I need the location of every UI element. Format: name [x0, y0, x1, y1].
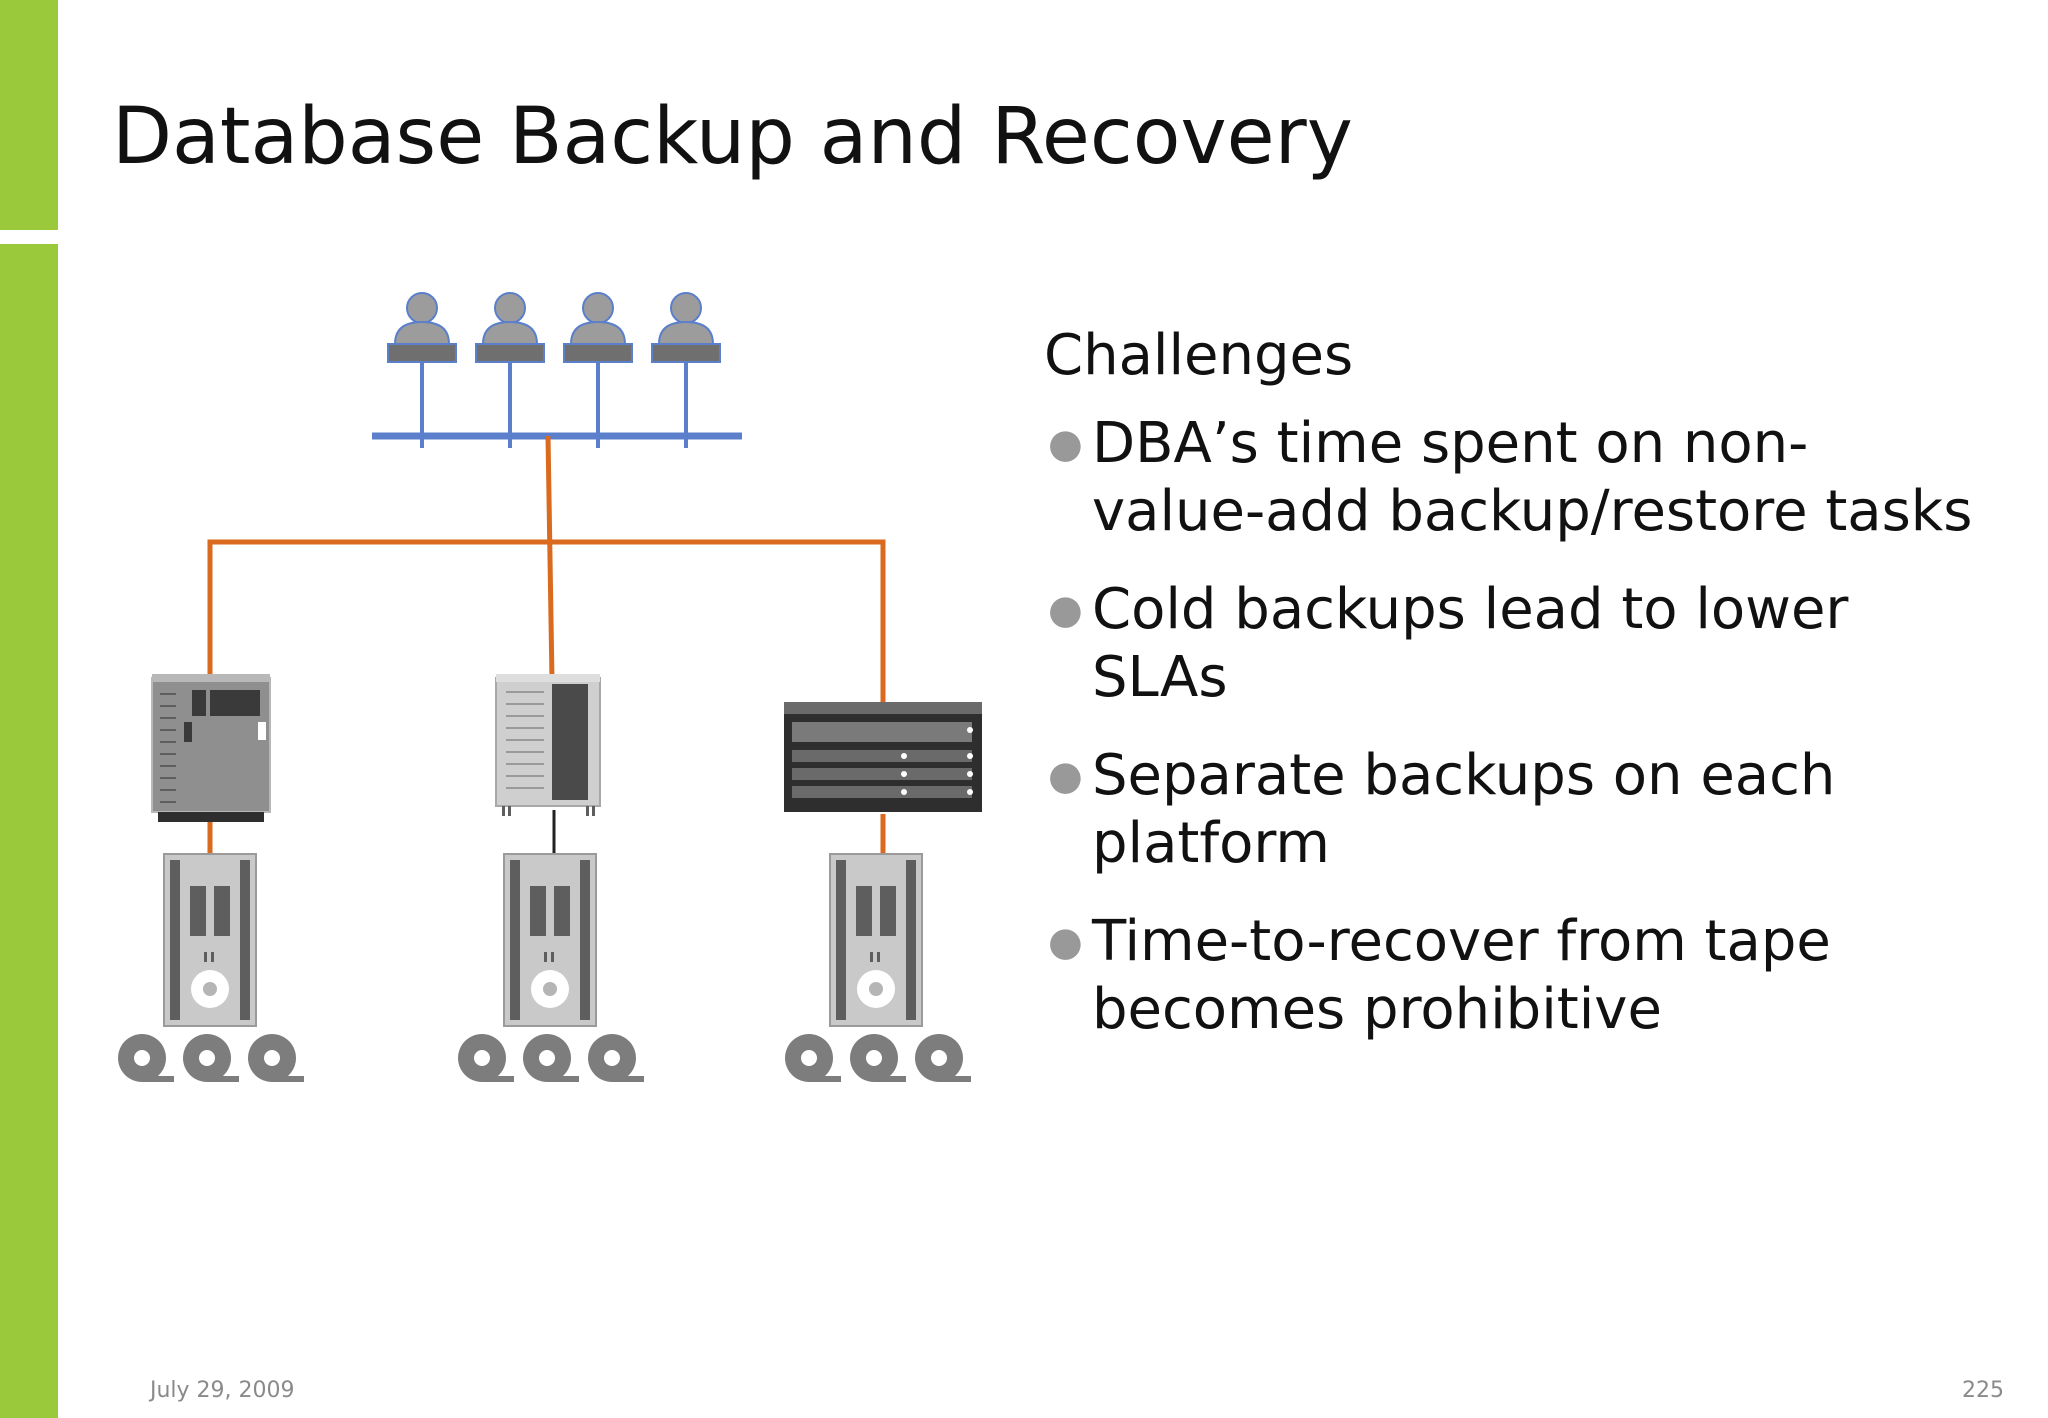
tape-reel-icon: [588, 1034, 644, 1082]
tape-reel-icon: [118, 1034, 174, 1082]
challenges-heading: Challenges: [1044, 323, 1354, 388]
rack-server-icon: [784, 702, 982, 812]
bullet-dot-icon: ●: [1048, 421, 1083, 467]
list-item: ● Time-to-recover from tape becomes proh…: [1044, 908, 2004, 1044]
list-item: ● DBA’s time spent on non- value-add bac…: [1044, 410, 2004, 546]
user-icon: [474, 291, 546, 450]
users-group: [386, 291, 722, 450]
user-icon: [650, 291, 722, 450]
mainframe-server-icon: [151, 674, 271, 822]
challenges-section: Challenges ● DBA’s time spent on non- va…: [1044, 322, 2004, 1074]
tape-reel-icon: [785, 1034, 841, 1082]
tape-reel-icon: [850, 1034, 906, 1082]
list-item: ● Separate backups on each platform: [1044, 742, 2004, 878]
tape-reel-icon: [458, 1034, 514, 1082]
user-icon: [386, 291, 458, 450]
list-item: ● Cold backups lead to lower SLAs: [1044, 576, 2004, 712]
bullet-dot-icon: ●: [1048, 919, 1083, 965]
list-item-line: DBA’s time spent on non-: [1092, 411, 1809, 476]
list-item-line: SLAs: [1092, 645, 1228, 710]
list-item-line: platform: [1092, 811, 1330, 876]
tape-drive-icon: [829, 853, 923, 1027]
tape-drive-icon: [503, 853, 597, 1027]
accent-bar-bottom: [0, 244, 58, 1418]
tape-drive-icon: [163, 853, 257, 1027]
tape-reel-icon: [183, 1034, 239, 1082]
tower-server-icon: [495, 674, 601, 816]
tape-reel-icon: [915, 1034, 971, 1082]
tape-reel-icon: [523, 1034, 579, 1082]
backup-architecture-diagram: [118, 291, 982, 1082]
bullet-dot-icon: ●: [1048, 753, 1083, 799]
tape-reels-group: [118, 1034, 971, 1082]
accent-bar-top: [0, 0, 58, 230]
list-item-line: Separate backups on each: [1092, 743, 1836, 808]
list-item-line: becomes prohibitive: [1092, 977, 1662, 1042]
tape-reel-icon: [248, 1034, 304, 1082]
user-icon: [562, 291, 634, 450]
footer-date: July 29, 2009: [150, 1378, 295, 1403]
page-number: 225: [1962, 1378, 2004, 1403]
list-item-line: value-add backup/restore tasks: [1092, 479, 1973, 544]
bullet-dot-icon: ●: [1048, 587, 1083, 633]
page-title: Database Backup and Recovery: [112, 92, 1353, 182]
list-item-line: Cold backups lead to lower: [1092, 577, 1849, 642]
challenges-list: ● DBA’s time spent on non- value-add bac…: [1044, 410, 2004, 1044]
list-item-line: Time-to-recover from tape: [1092, 909, 1831, 974]
